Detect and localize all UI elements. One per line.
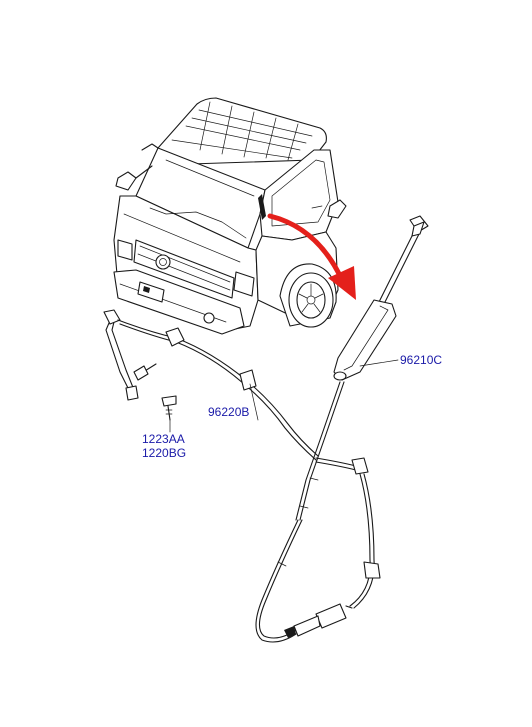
label-washer-pump: 96210C bbox=[400, 353, 443, 367]
label-washer-hose: 96220B bbox=[208, 405, 250, 419]
washer-hose-assembly bbox=[103, 309, 381, 643]
fastener-parts bbox=[133, 363, 177, 433]
washer-pump-assembly bbox=[333, 215, 429, 381]
vehicle-illustration bbox=[113, 97, 347, 335]
label-fastener-a: 1223AA bbox=[142, 432, 185, 446]
label-fastener-b: 1220BG bbox=[142, 446, 187, 460]
location-arrow bbox=[267, 213, 356, 300]
